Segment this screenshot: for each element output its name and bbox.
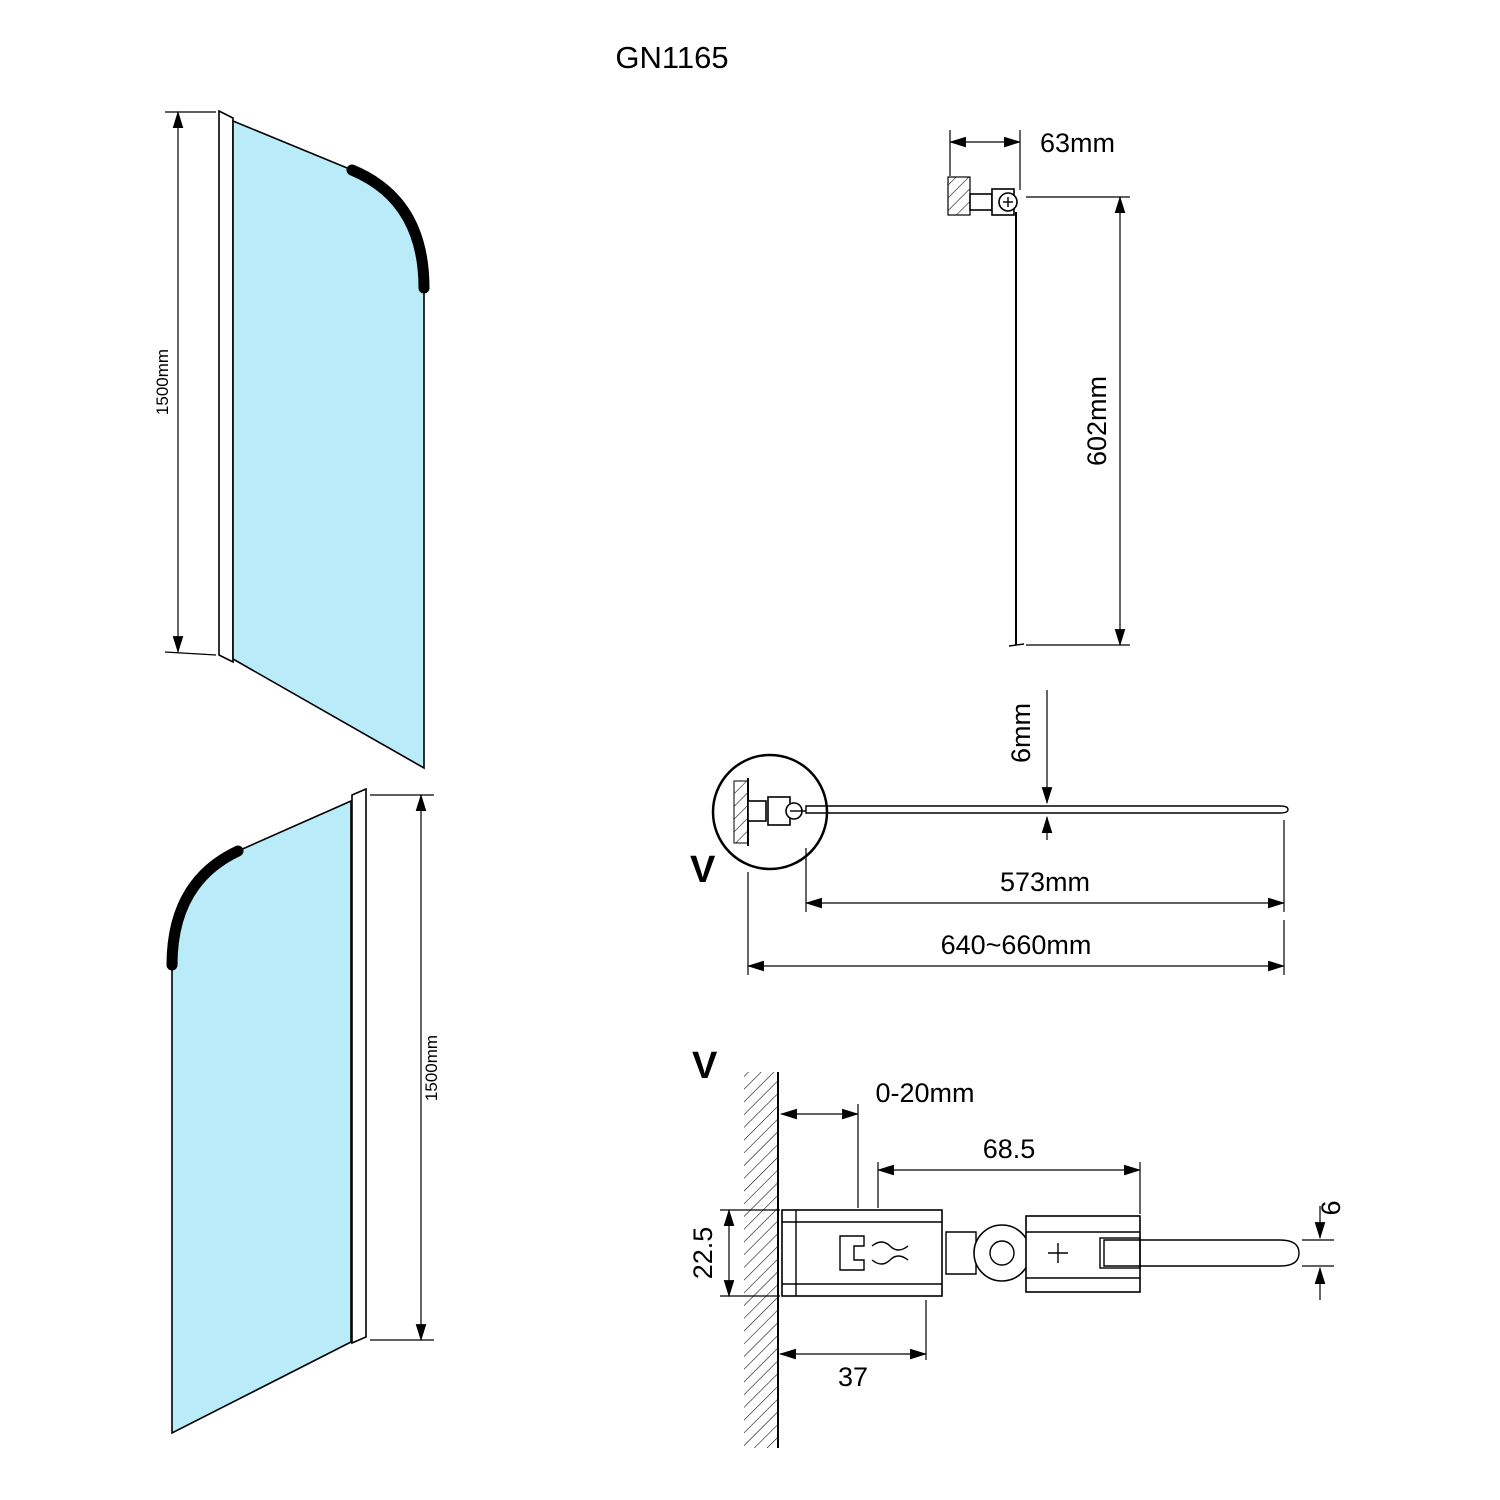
base-width-dimension: 37: [778, 1300, 928, 1392]
height-dimension: 602mm: [1026, 195, 1130, 647]
side-view: 63mm 602mm: [947, 128, 1130, 647]
base-width-label: 37: [838, 1362, 868, 1392]
overall-width-dimension: 640~660mm: [746, 872, 1286, 975]
side-height-label: 602mm: [1082, 376, 1112, 466]
height-dimension: 1500mm: [153, 110, 217, 656]
glass-thickness-label: 6mm: [1006, 703, 1036, 763]
profile-depth-label: 22.5: [688, 1227, 718, 1280]
wall-bracket-plan: [733, 778, 806, 846]
profile-width-dimension: 68.5: [876, 1134, 1142, 1214]
frame-corner-arc: [166, 845, 244, 971]
height-dimension-label: 1500mm: [153, 349, 172, 415]
top-offset-dimension: 63mm: [948, 128, 1115, 190]
glass-detail-section: [1103, 1239, 1300, 1267]
glass-width-label: 573mm: [1000, 867, 1090, 897]
profile-width-label: 68.5: [983, 1134, 1036, 1164]
profile-assembly: [781, 1209, 1141, 1297]
wall-profile-bar: [218, 109, 234, 664]
frame-corner-arc: [346, 164, 430, 294]
height-dimension-label: 1500mm: [422, 1035, 441, 1101]
detail-callout-circle: [711, 753, 829, 871]
profile-depth-dimension: 22.5: [688, 1208, 780, 1298]
wall-hatch: [744, 1072, 778, 1448]
mount-bracket: [969, 188, 1018, 216]
glass-plan-section: [805, 805, 1289, 814]
glass-thickness-dimension: 6mm: [1006, 690, 1053, 840]
glass-panel: [232, 119, 425, 770]
glass-thickness-detail-label: 6: [1316, 1200, 1346, 1215]
wall-profile-bar: [351, 787, 367, 1345]
detail-callout-mark: V: [690, 849, 716, 891]
front-view-top-left: 1500mm: [153, 109, 430, 770]
front-view-bottom-left: 1500mm: [166, 787, 441, 1435]
detail-view-mark: V: [692, 1045, 718, 1087]
plan-view: 6mm V 573mm 640~660mm: [690, 690, 1289, 975]
glass-thickness-detail-dimension: 6: [1302, 1200, 1346, 1300]
wall-adjustment-dimension: 0-20mm: [779, 1078, 975, 1208]
wall-adjustment-label: 0-20mm: [875, 1078, 974, 1108]
wall-section-hatch: [947, 176, 971, 216]
drawing-title: GN1165: [615, 40, 728, 75]
detail-view: V 0-20mm: [688, 1045, 1346, 1448]
height-dimension: 1500mm: [370, 793, 441, 1342]
glass-panel: [171, 799, 352, 1435]
overall-width-label: 640~660mm: [941, 930, 1092, 960]
glass-width-dimension: 573mm: [804, 820, 1286, 912]
glass-bottom-tick: [1008, 643, 1025, 647]
top-offset-label: 63mm: [1040, 128, 1115, 158]
